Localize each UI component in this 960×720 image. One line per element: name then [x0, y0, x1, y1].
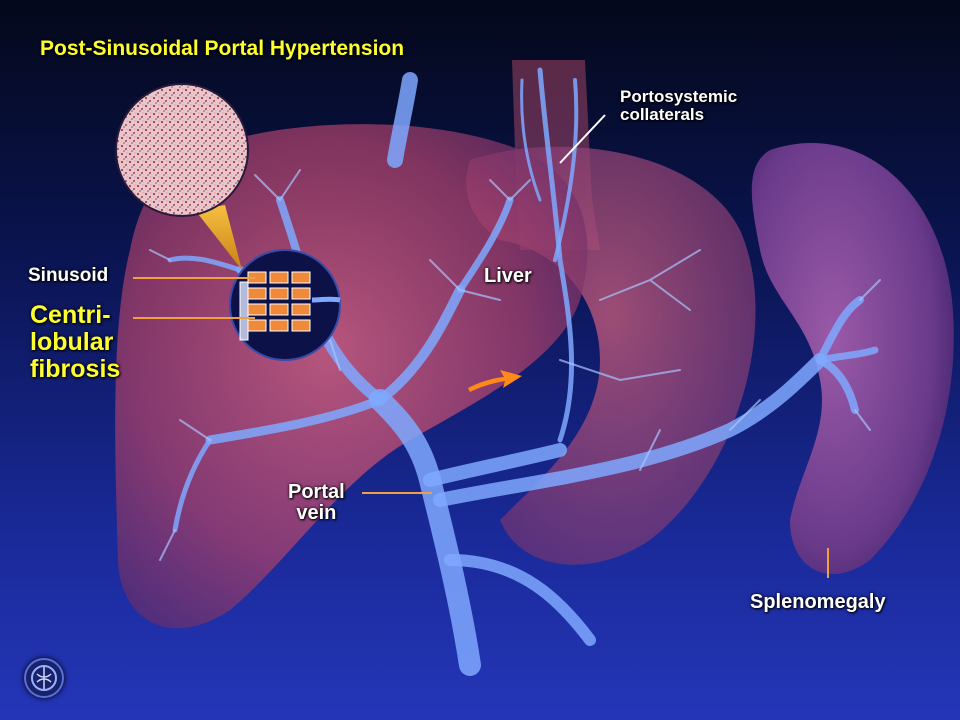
label-splenomegaly: Splenomegaly	[750, 591, 886, 613]
label-centrilobular-line3: fibrosis	[30, 355, 121, 383]
label-portosystemic-line1: Portosystemic	[620, 87, 738, 106]
spleen	[751, 143, 954, 575]
label-portal-line2: vein	[296, 502, 337, 524]
page-title: Post-Sinusoidal Portal Hypertension	[40, 37, 405, 60]
sinusoid-grid	[239, 271, 311, 341]
label-portal-line1: Portal	[288, 481, 345, 503]
fine-vessels	[149, 169, 881, 561]
label-portosystemic-collaterals: Portosystemic collaterals	[620, 88, 737, 124]
leader-lines	[133, 277, 829, 578]
flow-arrow-icon	[468, 370, 522, 392]
label-centrilobular-line2: lobular	[30, 328, 114, 356]
label-sinusoid: Sinusoid	[28, 265, 109, 286]
label-portosystemic-line2: collaterals	[620, 104, 705, 124]
anatomy-emblem-icon	[24, 658, 64, 698]
tissue-micrograph	[115, 83, 249, 217]
label-liver: Liver	[484, 265, 532, 287]
magnifier-pointer	[195, 205, 242, 270]
label-portal-vein: Portal vein	[288, 482, 345, 524]
label-centrilobular-line1: Centri-	[30, 301, 111, 329]
label-centrilobular-fibrosis: Centri- lobular fibrosis	[30, 302, 120, 383]
